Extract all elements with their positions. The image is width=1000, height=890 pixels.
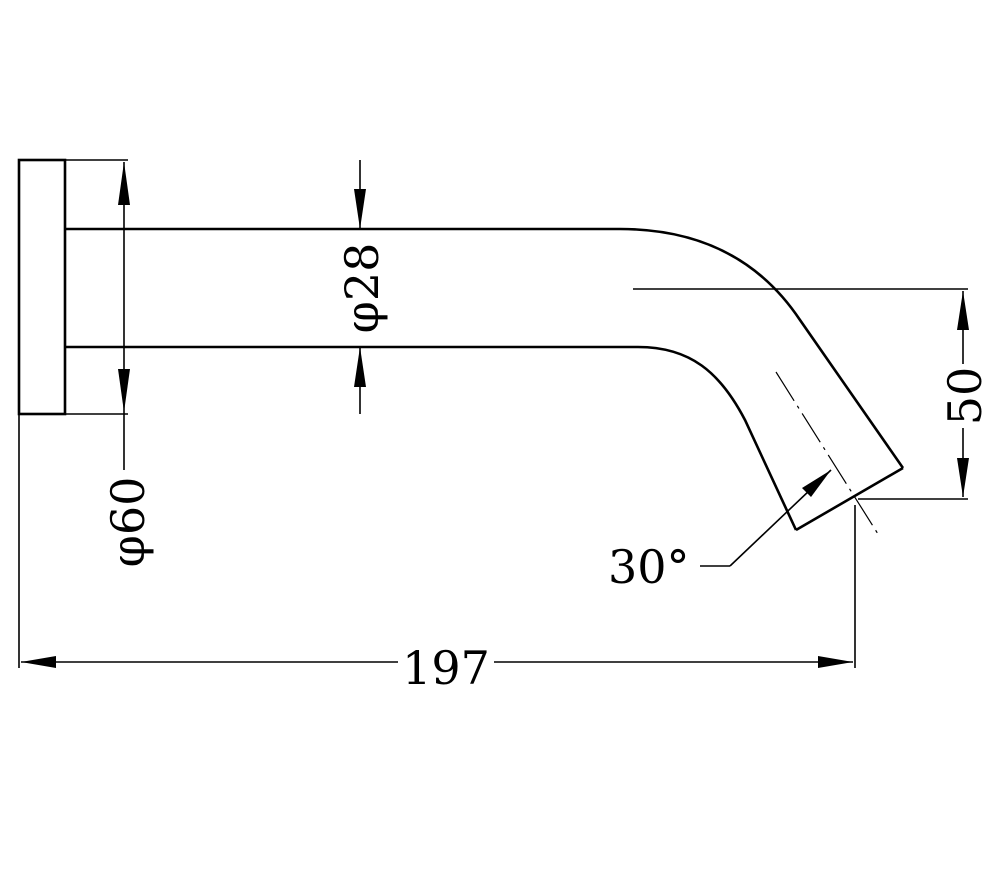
overall-length-dimension: 197	[18, 414, 856, 695]
height-drop-label: 50	[938, 367, 992, 426]
arrow-head	[118, 369, 130, 412]
arrow-head	[118, 162, 130, 205]
arrow-head	[957, 291, 969, 330]
wall-flange	[17, 158, 67, 416]
outlet-angle-label: 30°	[608, 540, 690, 594]
spout-pipe-bottom-edge	[65, 345, 798, 531]
height-drop-dimension: 50	[633, 288, 992, 500]
arrow-head	[354, 189, 366, 229]
spout-pipe-top-edge	[65, 227, 905, 469]
outlet-angle-dimension: 30°	[608, 469, 832, 594]
flange-diameter-dimension: φ60	[65, 159, 155, 568]
arrow-head	[354, 347, 366, 387]
pipe-diameter-label: φ28	[335, 243, 389, 334]
overall-length-label: 197	[402, 641, 490, 695]
outlet-center-line	[775, 371, 879, 535]
flange-diameter-label: φ60	[101, 477, 155, 568]
arrow-head	[957, 458, 969, 497]
pipe-diameter-dimension: φ28	[335, 160, 389, 414]
spout-outlet-face	[795, 466, 904, 532]
arrow-head	[802, 470, 831, 497]
arrow-head	[818, 656, 853, 668]
arrow-head	[21, 656, 56, 668]
